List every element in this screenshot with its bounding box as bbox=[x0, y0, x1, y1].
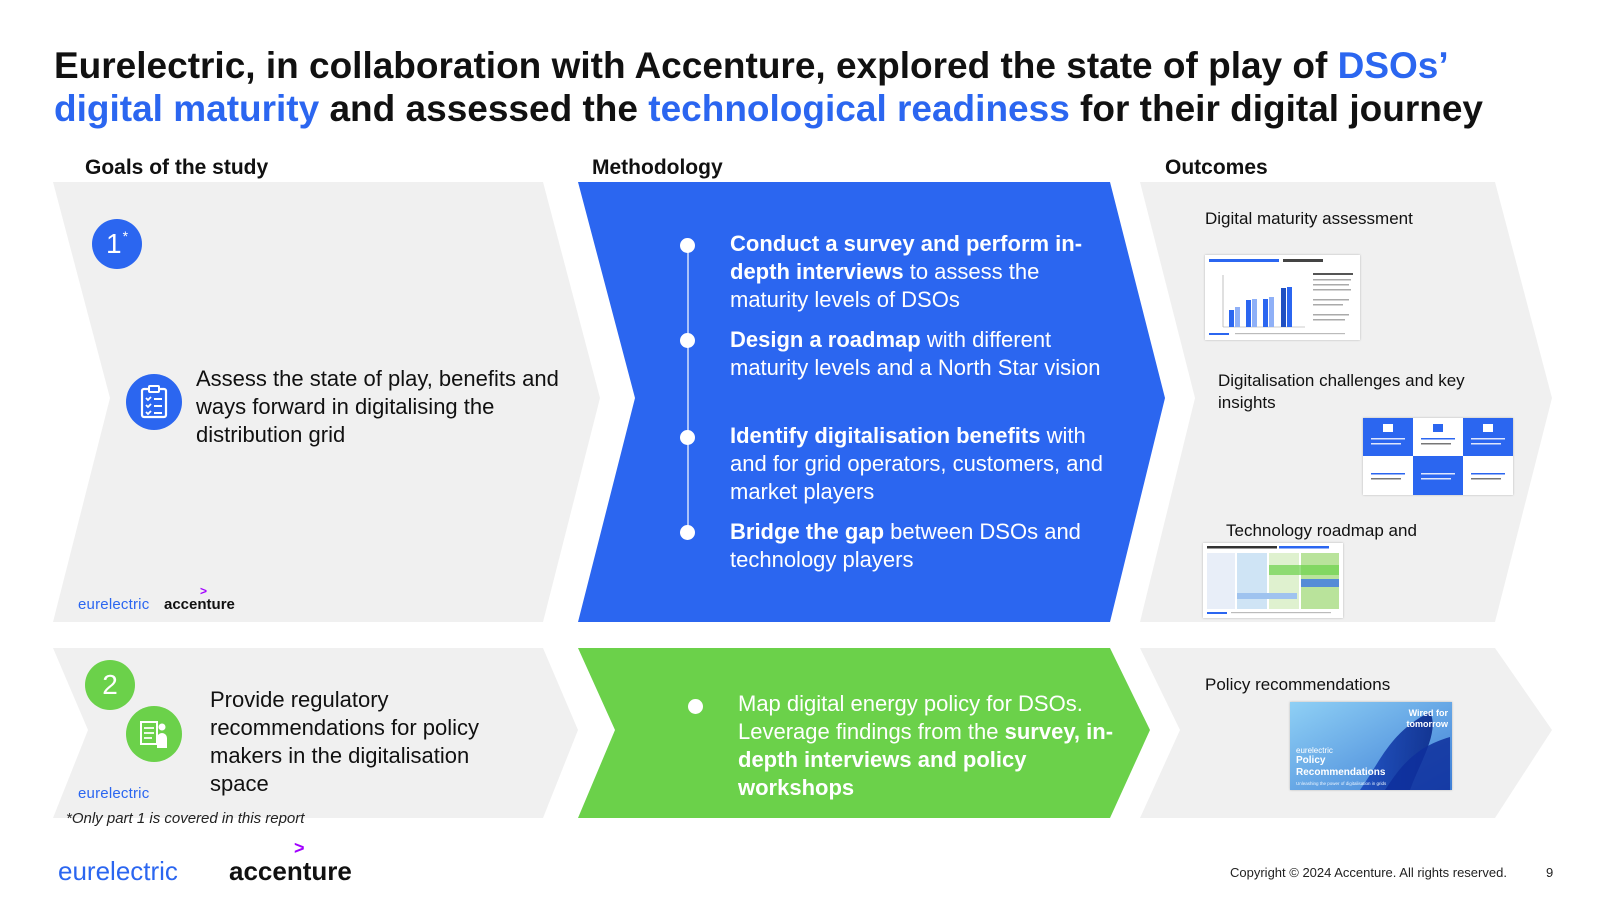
footer-eurelectric-logo: eurelectric bbox=[58, 856, 178, 886]
policy-cover-subtitle: Unleashing the power of digitalisation i… bbox=[1296, 781, 1387, 786]
timeline-dot bbox=[680, 430, 695, 445]
outcome-digital-maturity: Digital maturity assessment bbox=[1205, 209, 1413, 228]
goal1-number-badge: 1* bbox=[92, 219, 142, 269]
policy-cover-tagline: Wired for tomorrow bbox=[1406, 708, 1449, 729]
timeline-dot bbox=[680, 333, 695, 348]
methodology1-chevron bbox=[578, 182, 1165, 622]
methodology-item: Bridge the gap between DSOs and technolo… bbox=[730, 519, 1081, 572]
policy-cover-brand: eurelectric bbox=[1296, 746, 1333, 755]
goal1-text: Assess the state of play, benefits and w… bbox=[196, 366, 559, 447]
roadmap-thumbnail bbox=[1203, 543, 1343, 618]
methodology2-dot bbox=[688, 699, 703, 714]
outcome-challenges: Digitalisation challenges and key insigh… bbox=[1218, 371, 1465, 412]
methodology-timeline-line bbox=[687, 246, 689, 536]
maturity-report-thumbnail bbox=[1205, 255, 1360, 340]
methodology-item: Design a roadmap with different maturity… bbox=[730, 327, 1101, 380]
outcomes-heading: Outcomes bbox=[1165, 156, 1268, 179]
footnote: *Only part 1 is covered in this report bbox=[66, 810, 305, 827]
policy-maker-icon bbox=[126, 706, 182, 762]
policy-cover-title: Policy Recommendations bbox=[1296, 755, 1386, 778]
methodology2-chevron bbox=[578, 648, 1150, 818]
methodology2-text: Map digital energy policy for DSOs. Leve… bbox=[738, 691, 1114, 800]
methodology-item: Identify digitalisation benefits with an… bbox=[730, 423, 1103, 504]
goal2-eurelectric-logo: eurelectric bbox=[78, 785, 150, 802]
checklist-icon bbox=[126, 374, 182, 430]
copyright: Copyright © 2024 Accenture. All rights r… bbox=[1230, 865, 1507, 880]
goals-heading: Goals of the study bbox=[85, 156, 269, 179]
accenture-mark-icon: > bbox=[294, 838, 305, 858]
outcome-policy: Policy recommendations bbox=[1205, 675, 1391, 694]
goal2-chevron bbox=[53, 648, 578, 818]
goal1-eurelectric-logo: eurelectric bbox=[78, 596, 150, 613]
goal1-accenture-logo: accenture > bbox=[164, 584, 235, 613]
page-title: Eurelectric, in collaboration with Accen… bbox=[54, 45, 1483, 129]
outcome-technology-roadmap: Technology roadmap and bbox=[1226, 521, 1417, 540]
footer-accenture-logo: accenture > bbox=[229, 838, 352, 886]
methodology-heading: Methodology bbox=[592, 156, 723, 179]
goal1-chevron bbox=[53, 182, 600, 622]
timeline-dot bbox=[680, 525, 695, 540]
goal2-number-badge: 2 bbox=[85, 660, 135, 710]
goal2-text: Provide regulatory recommendations for p… bbox=[210, 687, 480, 796]
timeline-dot bbox=[680, 238, 695, 253]
policy-report-cover: Wired for tomorrow eurelectric Policy Re… bbox=[1290, 702, 1452, 790]
challenges-grid-thumbnail bbox=[1363, 418, 1513, 495]
page-number: 9 bbox=[1546, 865, 1554, 880]
methodology-item: Conduct a survey and perform in-depth in… bbox=[730, 231, 1083, 312]
